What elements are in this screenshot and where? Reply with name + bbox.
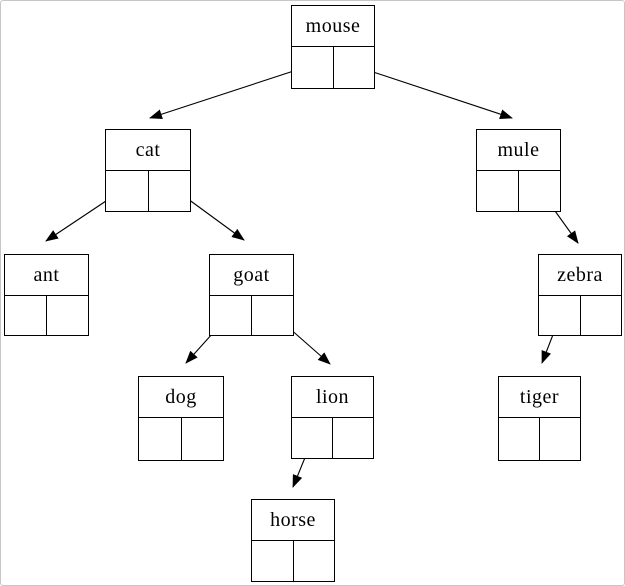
tree-node-horse: horse <box>251 499 335 582</box>
right-pointer-cell <box>519 171 560 211</box>
edge-mouse-right-mule <box>351 64 513 119</box>
left-pointer-cell <box>210 296 252 335</box>
tree-node-cat: cat <box>105 129 191 212</box>
node-label-mule: mule <box>477 130 560 171</box>
left-pointer-cell <box>499 418 540 460</box>
right-pointer-cell <box>294 541 335 581</box>
tree-node-mule: mule <box>476 129 561 212</box>
tree-node-tiger: tiger <box>498 376 581 461</box>
node-label-lion: lion <box>292 377 373 418</box>
node-pointer-cells <box>539 296 621 335</box>
node-pointer-cells <box>292 418 373 458</box>
left-pointer-cell <box>539 296 581 335</box>
tree-node-goat: goat <box>209 254 294 336</box>
node-pointer-cells <box>106 171 190 211</box>
right-pointer-cell <box>581 296 622 335</box>
right-pointer-cell <box>47 296 88 335</box>
right-pointer-cell <box>540 418 580 460</box>
node-label-zebra: zebra <box>539 255 621 296</box>
right-pointer-cell <box>182 418 224 460</box>
left-pointer-cell <box>292 418 333 458</box>
tree-node-mouse: mouse <box>291 5 375 89</box>
left-pointer-cell <box>252 541 294 581</box>
tree-node-ant: ant <box>4 254 89 336</box>
right-pointer-cell <box>333 418 373 458</box>
node-label-ant: ant <box>5 255 88 296</box>
node-pointer-cells <box>252 541 334 581</box>
tree-node-zebra: zebra <box>538 254 622 336</box>
node-pointer-cells <box>292 47 374 88</box>
node-label-cat: cat <box>106 130 190 171</box>
node-pointer-cells <box>210 296 293 335</box>
node-pointer-cells <box>5 296 88 335</box>
left-pointer-cell <box>106 171 149 211</box>
tree-node-dog: dog <box>138 376 224 461</box>
right-pointer-cell <box>149 171 191 211</box>
left-pointer-cell <box>292 47 334 88</box>
node-pointer-cells <box>499 418 580 460</box>
node-label-dog: dog <box>139 377 223 418</box>
left-pointer-cell <box>477 171 519 211</box>
edge-mouse-left-cat <box>149 64 313 120</box>
node-pointer-cells <box>477 171 560 211</box>
tree-node-lion: lion <box>291 376 374 459</box>
left-pointer-cell <box>139 418 182 460</box>
node-label-mouse: mouse <box>292 6 374 47</box>
node-label-tiger: tiger <box>499 377 580 418</box>
node-label-horse: horse <box>252 500 334 541</box>
node-label-goat: goat <box>210 255 293 296</box>
right-pointer-cell <box>334 47 375 88</box>
right-pointer-cell <box>252 296 293 335</box>
left-pointer-cell <box>5 296 47 335</box>
node-pointer-cells <box>139 418 223 460</box>
